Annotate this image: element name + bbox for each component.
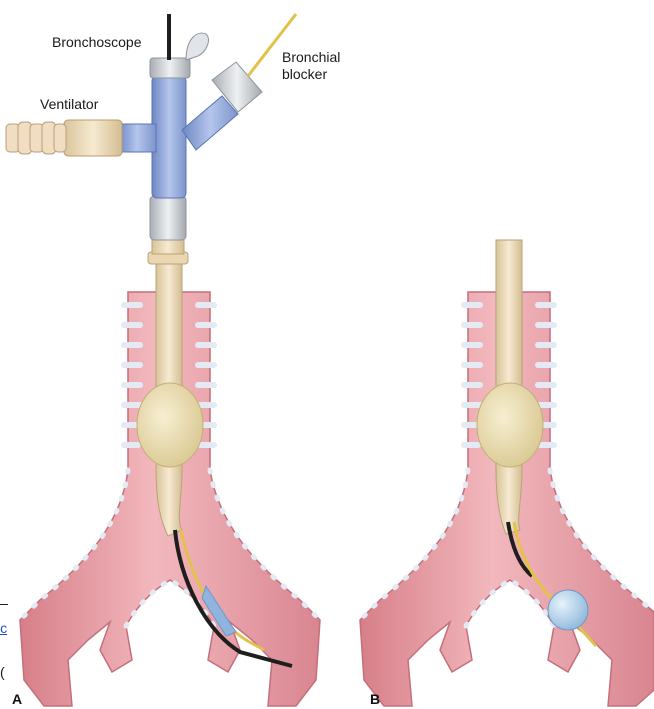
cutoff-rule: [0, 604, 8, 605]
cutoff-char-fragment: (: [0, 664, 5, 681]
panel-label-a: A: [12, 691, 22, 707]
ventilator-hose-a: [6, 122, 66, 154]
scope-port-cap-a: [150, 58, 190, 78]
panel-a-illustration: [6, 14, 320, 706]
inflated-balloon-b: [548, 590, 588, 630]
ventilator-connector-a: [64, 120, 122, 156]
label-ventilator: Ventilator: [40, 96, 99, 112]
label-bronchoscope: Bronchoscope: [52, 34, 142, 50]
adapter-coupler-a: [150, 196, 186, 240]
flip-cap-a: [186, 33, 208, 60]
label-bronchial-blocker-line2: blocker: [282, 66, 327, 82]
panel-label-b: B: [370, 691, 380, 707]
multiport-adapter-a: [152, 76, 186, 198]
tube-cuff-a: [137, 383, 203, 467]
label-bronchial-blocker-line1: Bronchial: [282, 49, 340, 65]
panel-b-illustration: [360, 240, 654, 706]
cutoff-link-fragment[interactable]: ic: [0, 620, 7, 636]
tube-cuff-b: [477, 383, 543, 467]
